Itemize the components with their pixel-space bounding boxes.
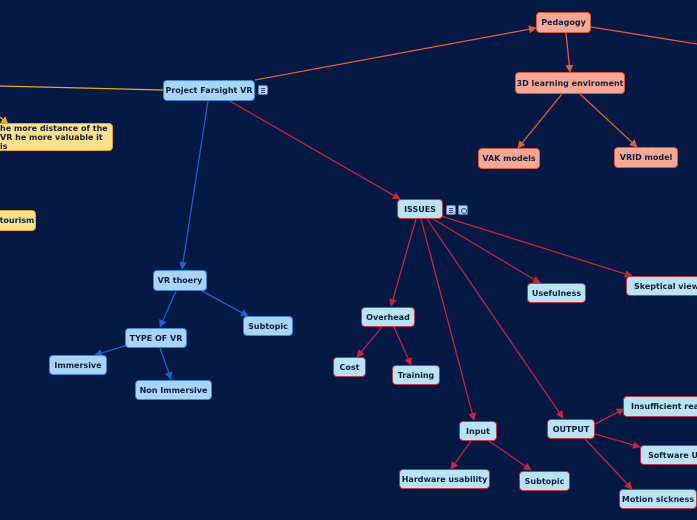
edge-overhead-training [393, 326, 412, 366]
edge-type-immersive [94, 344, 129, 357]
edge-pedagogy-offscreen [590, 26, 697, 45]
edge-yellow-note [0, 116, 9, 125]
edge-root-pedagogy [254, 25, 537, 81]
node-pedagogy[interactable]: Pedagogy [536, 12, 591, 33]
node-software-usability[interactable]: Software Us [640, 445, 697, 465]
edge-issues-output [426, 218, 564, 419]
edge-root-left [0, 85, 164, 91]
node-overhead[interactable]: Overhead [361, 307, 415, 327]
node-issues[interactable]: ISSUES [397, 199, 443, 219]
node-insufficient-realism[interactable]: Insufficient reali [623, 396, 697, 417]
node-input[interactable]: Input [459, 421, 497, 441]
edge-issues-input [420, 218, 476, 421]
edge-input-subtopic [488, 440, 532, 471]
edge-issues-overhead [389, 218, 417, 307]
edge-output-software [594, 433, 641, 449]
edge-type-nonimmersive [159, 347, 173, 380]
edge-overhead-cost [356, 326, 383, 358]
node-skeptical-view[interactable]: Skeptical view o [626, 276, 697, 296]
edge-output-insufficient [594, 408, 625, 425]
node-vak-models[interactable]: VAK models [478, 148, 540, 169]
node-immersive[interactable]: Immersive [49, 355, 107, 375]
edge-root-vrtheory [179, 100, 209, 270]
edge-vrtheory-type [159, 290, 177, 328]
node-vrid-model[interactable]: VRID model [614, 147, 678, 168]
notes-icon[interactable] [446, 205, 456, 215]
link-icon[interactable] [458, 205, 468, 215]
edge-vrtheory-subtopic [201, 290, 249, 317]
node-tourism[interactable]: tourism [0, 210, 36, 231]
node-usefulness[interactable]: Usefulness [527, 283, 586, 303]
node-3d-learning-environment[interactable]: 3D learning enviroment [515, 72, 625, 94]
edge-input-hardware [450, 440, 472, 470]
edge-root-issues [227, 99, 401, 200]
node-vr-theory[interactable]: VR thoery [153, 270, 207, 291]
node-non-immersive[interactable]: Non Immersive [135, 380, 212, 400]
edge-learning-vak [517, 93, 563, 149]
node-cost[interactable]: Cost [333, 357, 366, 377]
node-distance-note[interactable]: he more distance of the VR he more valua… [0, 123, 113, 151]
node-output[interactable]: OUTPUT [547, 419, 595, 439]
node-motion-sickness[interactable]: Motion sickness [619, 489, 697, 509]
node-training[interactable]: Training [392, 365, 440, 385]
node-type-of-vr[interactable]: TYPE OF VR [125, 328, 187, 348]
node-hardware-usability[interactable]: Hardware usability [399, 469, 490, 489]
edge-output-motion [584, 438, 633, 490]
edge-issues-usefulness [432, 218, 541, 284]
edge-learning-vrid [579, 93, 638, 148]
notes-icon[interactable] [258, 85, 268, 95]
node-root[interactable]: Project Farsight VR [163, 80, 255, 101]
node-subtopic-input[interactable]: Subtopic [519, 471, 570, 491]
node-subtopic-vr[interactable]: Subtopic [243, 316, 293, 336]
edge-issues-skeptical [440, 215, 633, 278]
edge-pedagogy-learning [565, 32, 574, 73]
